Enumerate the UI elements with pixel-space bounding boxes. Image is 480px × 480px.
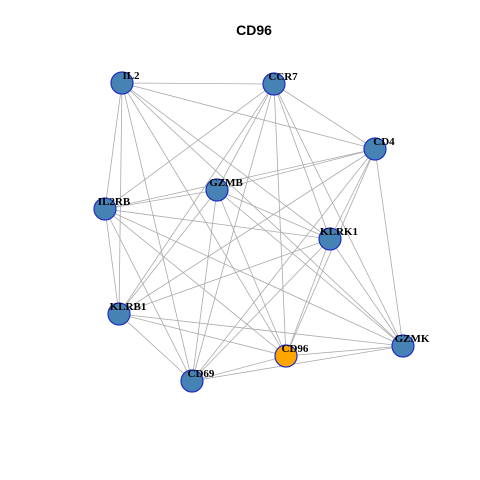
edge-ccr7-klrb1 xyxy=(118,83,275,315)
node-il2rb[interactable]: IL2RB xyxy=(93,196,131,221)
edge-cd4-gzmb xyxy=(216,148,376,191)
edge-il2-klrk1 xyxy=(121,82,331,240)
node-circle-il2[interactable] xyxy=(110,71,134,95)
edge-il2rb-cd69 xyxy=(104,208,193,382)
node-label-klrk1: KLRK1 xyxy=(320,226,358,238)
node-circle-cd4[interactable] xyxy=(363,137,387,161)
edge-cd96-gzmk xyxy=(285,345,404,357)
node-gzmb[interactable]: GZMB xyxy=(205,177,243,202)
edge-il2-ccr7 xyxy=(121,82,275,85)
diagram-title: CD96 xyxy=(236,22,272,38)
edge-ccr7-cd69 xyxy=(191,83,275,382)
edge-cd4-il2rb xyxy=(104,148,376,210)
edge-klrk1-gzmk xyxy=(329,238,404,347)
edge-il2rb-cd96 xyxy=(104,208,287,357)
node-circle-il2rb[interactable] xyxy=(93,197,117,221)
edge-il2-klrb1 xyxy=(118,82,123,315)
node-label-cd96: CD96 xyxy=(282,343,309,355)
edge-gzmb-klrb1 xyxy=(118,189,218,315)
node-circle-cd96[interactable] xyxy=(274,344,298,368)
edge-klrk1-klrb1 xyxy=(118,238,331,315)
edge-klrk1-cd69 xyxy=(191,238,331,382)
edge-ccr7-klrk1 xyxy=(273,83,331,240)
edge-il2-cd69 xyxy=(121,82,193,382)
edge-il2rb-gzmk xyxy=(104,208,404,347)
edge-gzmb-gzmk xyxy=(216,189,404,347)
edge-il2-il2rb xyxy=(104,82,123,210)
edge-klrb1-cd96 xyxy=(118,313,287,357)
edge-il2rb-klrb1 xyxy=(104,208,120,315)
node-gzmk[interactable]: GZMK xyxy=(391,333,430,358)
node-label-ccr7: CCR7 xyxy=(268,71,298,83)
edge-klrb1-gzmk xyxy=(118,313,404,347)
node-label-cd4: CD4 xyxy=(373,136,395,148)
edge-klrk1-cd96 xyxy=(285,238,331,357)
edge-cd69-cd96 xyxy=(191,355,287,382)
node-label-klrb1: KLRB1 xyxy=(110,301,147,313)
node-il2[interactable]: IL2 xyxy=(110,70,140,95)
node-ccr7[interactable]: CCR7 xyxy=(262,71,298,96)
edge-il2rb-klrk1 xyxy=(104,208,331,240)
node-circle-klrb1[interactable] xyxy=(107,302,131,326)
edge-ccr7-il2rb xyxy=(104,83,275,210)
edge-gzmb-cd69 xyxy=(191,189,218,382)
edge-gzmb-il2rb xyxy=(104,189,218,210)
node-circle-cd69[interactable] xyxy=(180,369,204,393)
node-circle-ccr7[interactable] xyxy=(262,72,286,96)
node-circle-gzmk[interactable] xyxy=(391,334,415,358)
node-label-il2: IL2 xyxy=(122,70,140,82)
edge-il2-cd96 xyxy=(121,82,287,357)
node-circle-gzmb[interactable] xyxy=(205,178,229,202)
edge-gzmb-cd96 xyxy=(216,189,287,357)
node-label-il2rb: IL2RB xyxy=(98,196,131,208)
node-cd69[interactable]: CD69 xyxy=(180,368,215,393)
edge-ccr7-gzmb xyxy=(216,83,275,191)
node-label-gzmb: GZMB xyxy=(209,177,243,189)
node-circle-klrk1[interactable] xyxy=(318,227,342,251)
edge-klrb1-cd69 xyxy=(118,313,193,382)
edge-ccr7-gzmk xyxy=(273,83,404,347)
edge-ccr7-cd96 xyxy=(273,83,287,357)
node-label-cd69: CD69 xyxy=(188,368,215,380)
edge-il2-gzmk xyxy=(121,82,404,347)
edge-cd4-cd96 xyxy=(285,148,376,357)
edge-cd4-gzmk xyxy=(374,148,404,347)
edge-cd4-klrb1 xyxy=(118,148,376,315)
edge-cd4-cd69 xyxy=(191,148,376,382)
node-cd96[interactable]: CD96 xyxy=(274,343,309,368)
edge-cd4-klrk1 xyxy=(329,148,376,240)
node-label-gzmk: GZMK xyxy=(395,333,430,345)
node-cd4[interactable]: CD4 xyxy=(363,136,395,161)
edge-il2-cd4 xyxy=(121,82,376,150)
node-klrk1[interactable]: KLRK1 xyxy=(318,226,358,251)
edge-ccr7-cd4 xyxy=(273,83,376,150)
edge-gzmb-klrk1 xyxy=(216,189,331,240)
edge-cd69-gzmk xyxy=(191,345,404,382)
edges-layer xyxy=(104,82,404,382)
node-klrb1[interactable]: KLRB1 xyxy=(107,301,147,326)
